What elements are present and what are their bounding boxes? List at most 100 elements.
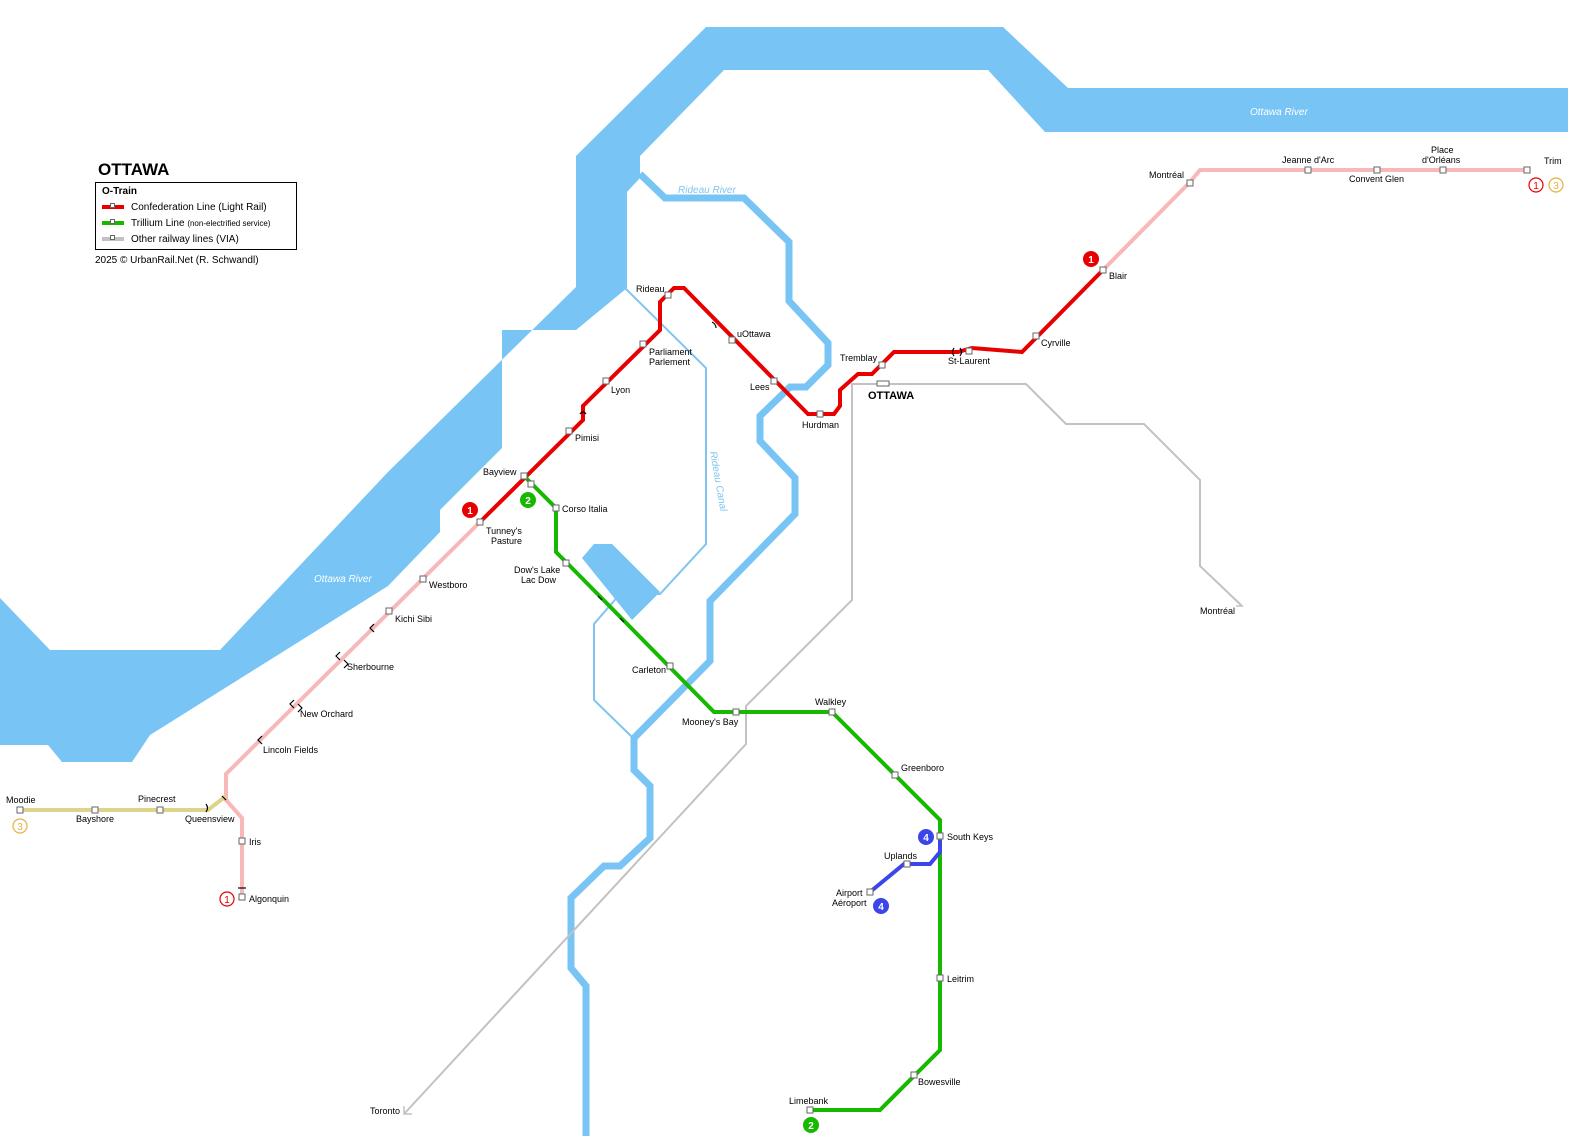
line1-badge-trim: 1: [1528, 177, 1544, 193]
station-label-queensview: Queensview: [185, 814, 235, 824]
station-label-south-keys: South Keys: [947, 832, 994, 842]
svg-text:1: 1: [1088, 255, 1094, 266]
station-label-tunneys-1: Tunney's: [486, 526, 522, 536]
svg-text:2: 2: [808, 1121, 814, 1132]
line3-badge-moodie: 3: [12, 818, 28, 834]
tunnel-portals: [205, 321, 963, 889]
line1-badge-blair: 1: [1083, 251, 1099, 267]
credit-line: 2025 © UrbanRail.Net (R. Schwandl): [95, 255, 259, 266]
station-label-limebank: Limebank: [789, 1096, 829, 1106]
via-lines: [403, 383, 1244, 1115]
station-label-cyrville: Cyrville: [1041, 338, 1071, 348]
station-label-toronto: Toronto: [370, 1106, 400, 1116]
legend-swatch-via: [102, 235, 124, 241]
station-label-corso-italia: Corso Italia: [562, 504, 608, 514]
station-label-algonquin: Algonquin: [249, 894, 289, 904]
legend-row-confederation: Confederation Line (Light Rail): [102, 199, 290, 215]
station-label-lyon: Lyon: [611, 385, 630, 395]
station-label-dows-lake: Dow's Lake: [514, 565, 560, 575]
legend-swatch-confederation: [102, 203, 124, 209]
legend: O-Train Confederation Line (Light Rail) …: [95, 182, 297, 250]
station-label-lac-dow: Lac Dow: [521, 575, 557, 585]
line3-badge-trim: 3: [1548, 177, 1564, 193]
station-label-moodie: Moodie: [6, 795, 36, 805]
station-label-bowesville: Bowesville: [918, 1077, 961, 1087]
station-label-tunneys-2: Pasture: [491, 536, 522, 546]
svg-text:3: 3: [1553, 181, 1559, 192]
map-title: OTTAWA: [98, 160, 170, 179]
station-label-rideau: Rideau: [636, 284, 665, 294]
line4-badge-airport: 4: [873, 898, 889, 914]
station-label-pimisi: Pimisi: [575, 433, 599, 443]
station-label-kichi-sibi: Kichi Sibi: [395, 614, 432, 624]
rideau-river-label: Rideau River: [678, 185, 736, 196]
station-label-new-orchard: New Orchard: [300, 709, 353, 719]
legend-label-confederation: Confederation Line (Light Rail): [131, 201, 267, 213]
svg-text:4: 4: [878, 902, 884, 913]
svg-text:1: 1: [224, 895, 230, 906]
legend-swatch-trillium: [102, 219, 124, 225]
rideau-canal-label: Rideau Canal: [707, 451, 728, 513]
station-label-pinecrest: Pinecrest: [138, 794, 176, 804]
station-label-aeroport: Aéroport: [832, 898, 867, 908]
station-label-parliament: Parliament: [649, 347, 693, 357]
svg-text:3: 3: [17, 822, 23, 833]
line2-badge-bayview: 2: [520, 492, 536, 508]
station-label-place: Place: [1431, 145, 1454, 155]
station-label-bayshore: Bayshore: [76, 814, 114, 824]
station-label-dorleans: d'Orléans: [1422, 155, 1461, 165]
station-label-st-laurent: St-Laurent: [948, 356, 991, 366]
ottawa-river-label-east: Ottawa River: [1250, 107, 1308, 118]
station-label-uottawa: uOttawa: [737, 329, 771, 339]
station-label-lees: Lees: [750, 382, 770, 392]
station-label-leitrim: Leitrim: [947, 974, 974, 984]
legend-heading: O-Train: [102, 186, 138, 197]
station-label-trim: Trim: [1544, 156, 1562, 166]
ottawa-river: [0, 27, 1568, 762]
station-markers: [16, 166, 1531, 1114]
station-label-hurdman: Hurdman: [802, 420, 839, 430]
line1-extension-east: [1101, 168, 1528, 272]
station-label-bayview: Bayview: [483, 467, 517, 477]
svg-text:4: 4: [923, 833, 929, 844]
legend-label-trillium: Trillium Line: [131, 217, 185, 229]
station-label-carleton: Carleton: [632, 665, 666, 675]
station-label-jeanne-darc: Jeanne d'Arc: [1282, 155, 1335, 165]
line1: [478, 268, 1105, 524]
legend-note-trillium: (non-electrified service): [187, 218, 271, 228]
station-label-parlement: Parlement: [649, 357, 691, 367]
svg-text:2: 2: [525, 496, 531, 507]
station-labels: Tunney's Pasture Bayview Pimisi Lyon Par…: [6, 145, 1562, 1116]
legend-row-trillium: Trillium Line (non-electrified service): [102, 215, 290, 231]
station-label-lincoln-fields: Lincoln Fields: [263, 745, 319, 755]
station-label-montreal-via: Montréal: [1200, 606, 1235, 616]
station-label-montreal-ext: Montréal: [1149, 170, 1184, 180]
line4: [868, 840, 942, 894]
legend-row-via: Other railway lines (VIA): [102, 231, 290, 247]
rideau-river: [567, 171, 832, 1136]
line2: [522, 474, 942, 1112]
station-label-ottawa-via: OTTAWA: [868, 390, 914, 402]
station-label-convent-glen: Convent Glen: [1349, 174, 1404, 184]
station-label-mooneys-bay: Mooney's Bay: [682, 717, 739, 727]
station-label-sherbourne: Sherbourne: [347, 662, 394, 672]
svg-text:1: 1: [1533, 181, 1539, 192]
station-label-blair: Blair: [1109, 271, 1127, 281]
station-label-airport: Airport: [836, 888, 863, 898]
line4-badge-south-keys: 4: [918, 829, 934, 845]
line1-badge-algonquin: 1: [219, 891, 235, 907]
station-label-uplands: Uplands: [884, 851, 918, 861]
station-label-westboro: Westboro: [429, 580, 467, 590]
ottawa-river-label-west: Ottawa River: [314, 574, 372, 585]
dows-lake: [582, 544, 660, 620]
station-label-tremblay: Tremblay: [840, 353, 878, 363]
station-label-walkley: Walkley: [815, 697, 847, 707]
legend-label-via: Other railway lines (VIA): [131, 233, 239, 245]
line3: [20, 794, 228, 812]
svg-text:1: 1: [467, 506, 473, 517]
line2-badge-limebank: 2: [803, 1117, 819, 1133]
line1-badge-tunneys: 1: [462, 502, 478, 518]
station-label-greenboro: Greenboro: [901, 763, 944, 773]
station-label-iris: Iris: [249, 837, 261, 847]
